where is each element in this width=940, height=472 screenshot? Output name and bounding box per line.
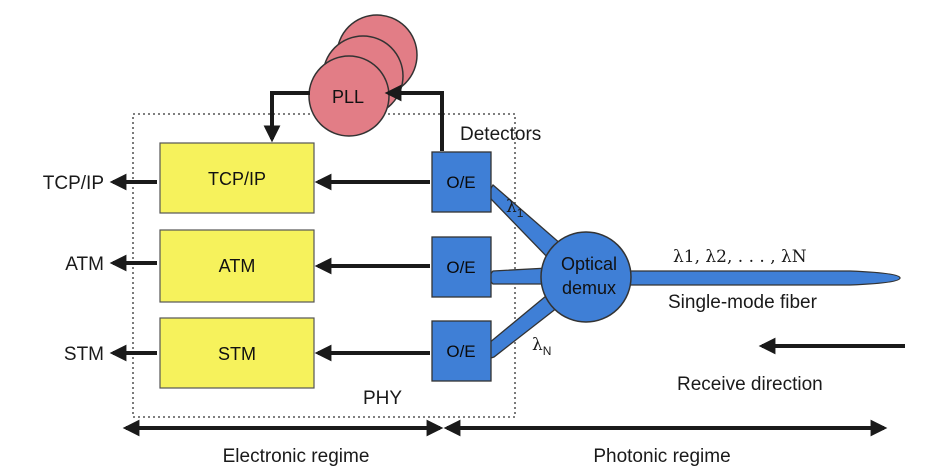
protocol-box-tcpip: TCP/IP (159, 142, 315, 214)
pll-to-tcpip-arrow (263, 91, 310, 143)
detector-3-label: O/E (446, 342, 475, 361)
protocol-box-stm-label: STM (218, 344, 256, 364)
demux-label-line2: demux (562, 278, 616, 298)
protocol-box-tcpip-label: TCP/IP (208, 169, 266, 189)
detector-2-label: O/E (446, 258, 475, 277)
protocol-box-atm-label: ATM (219, 256, 256, 276)
tcpip-output-label: TCP/IP (43, 173, 104, 194)
lambda-1-label: λ1 (506, 197, 524, 220)
atm-output-label: ATM (65, 254, 104, 275)
fiber-wavelengths-label: λ1, λ2, . . . , λN (673, 247, 807, 267)
lambda-n-label: λN (532, 335, 551, 358)
single-mode-fiber (599, 270, 901, 286)
pll-label: PLL (332, 87, 364, 107)
detector-3: O/E (431, 320, 492, 382)
fiber-label: Single-mode fiber (668, 292, 818, 313)
detector-1: O/E (431, 151, 492, 213)
pll-oscillator (308, 14, 418, 137)
demux-label-line1: Optical (561, 254, 617, 274)
electronic-regime-label: Electronic regime (223, 446, 370, 467)
detector-1-label: O/E (446, 173, 475, 192)
stm-output-label: STM (64, 344, 104, 365)
detector-2: O/E (431, 236, 492, 298)
phy-label: PHY (363, 388, 402, 409)
oe-to-pll-arrow (384, 84, 444, 151)
protocol-box-atm: ATM (159, 229, 315, 303)
protocol-box-stm: STM (159, 317, 315, 389)
receive-direction-label: Receive direction (677, 374, 823, 395)
detectors-label: Detectors (460, 124, 541, 145)
photonic-regime-label: Photonic regime (593, 446, 730, 467)
optical-demux (540, 231, 632, 323)
